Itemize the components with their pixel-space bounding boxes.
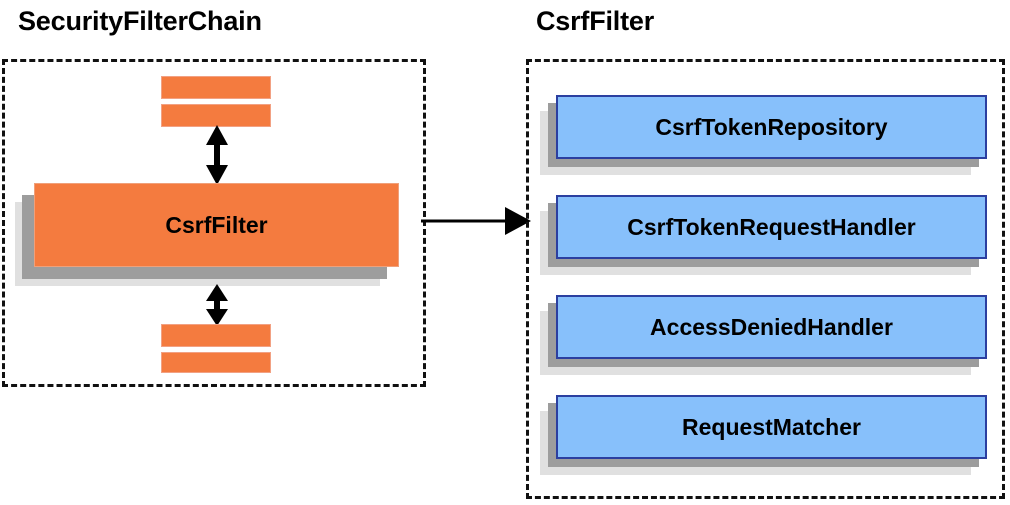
filter-stub-top-2 bbox=[161, 104, 271, 127]
bidirectional-arrow-lower bbox=[199, 284, 235, 326]
card-csrftokenrepository-label: CsrfTokenRepository bbox=[556, 95, 987, 159]
card-csrftokenrequesthandler: CsrfTokenRequestHandler bbox=[540, 195, 987, 275]
card-accessdeniedhandler: AccessDeniedHandler bbox=[540, 295, 987, 375]
card-requestmatcher-label: RequestMatcher bbox=[556, 395, 987, 459]
bidirectional-arrow-upper bbox=[199, 125, 235, 185]
card-csrffilter: CsrfFilter bbox=[15, 183, 399, 286]
panel-title-securityfilterchain: SecurityFilterChain bbox=[18, 6, 262, 36]
filter-stub-bottom-1 bbox=[161, 324, 271, 347]
filter-stub-top-1 bbox=[161, 76, 271, 99]
card-accessdeniedhandler-label: AccessDeniedHandler bbox=[556, 295, 987, 359]
filter-stub-bottom-2 bbox=[161, 352, 271, 373]
connector-arrow-chain-to-csrf bbox=[421, 205, 531, 237]
card-requestmatcher: RequestMatcher bbox=[540, 395, 987, 475]
panel-csrffilter bbox=[526, 59, 1005, 499]
panel-title-csrffilter: CsrfFilter bbox=[536, 6, 655, 36]
card-csrftokenrepository: CsrfTokenRepository bbox=[540, 95, 987, 175]
panel-securityfilterchain bbox=[2, 59, 426, 387]
card-csrftokenrequesthandler-label: CsrfTokenRequestHandler bbox=[556, 195, 987, 259]
card-csrffilter-label: CsrfFilter bbox=[34, 183, 399, 267]
